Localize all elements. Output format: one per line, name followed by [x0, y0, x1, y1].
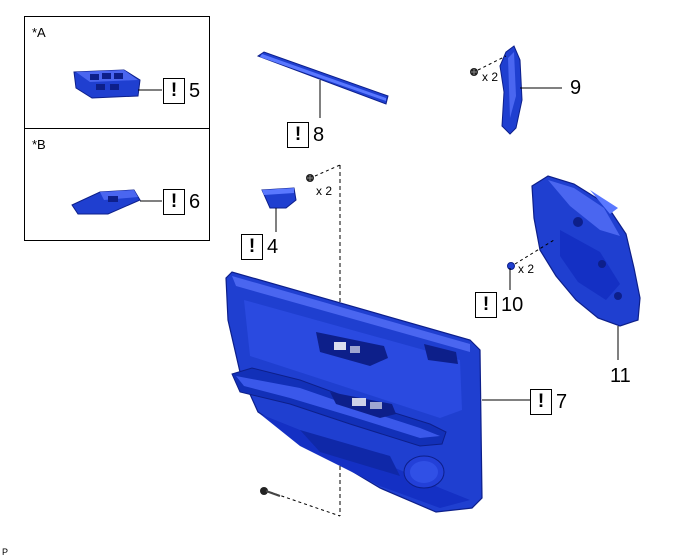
part-number-9: 9 — [570, 77, 582, 99]
part-number-8: 8 — [313, 124, 325, 146]
part-10-clip — [507, 262, 515, 290]
part-7-door-trim-panel — [225, 271, 530, 513]
callout-5: ! 5 — [163, 78, 200, 104]
part-number-6: 6 — [189, 191, 201, 213]
page-marker: P — [2, 547, 9, 557]
part-4-trim-cover — [261, 187, 297, 232]
part-8-belt-moulding — [256, 51, 389, 118]
caution-icon: ! — [475, 292, 497, 318]
screw-icon — [470, 68, 478, 76]
part-11-inner-panel — [514, 175, 641, 360]
part-number-11: 11 — [610, 365, 631, 387]
quantity-label: x 2 — [518, 262, 535, 276]
inset-b-label: *B — [32, 137, 46, 152]
callout-8: ! 8 — [287, 122, 324, 148]
callout-10: ! 10 — [475, 292, 523, 318]
part-6-window-switch — [71, 189, 162, 215]
quantity-label: x 2 — [482, 70, 499, 84]
screw-icon — [260, 487, 281, 497]
inset-a-label: *A — [32, 25, 46, 40]
inset-b-box — [24, 128, 210, 241]
caution-icon: ! — [530, 389, 552, 415]
part-number-7: 7 — [556, 391, 568, 413]
quantity-label: x 2 — [316, 184, 333, 198]
part-number-10: 10 — [501, 294, 524, 316]
callout-4: ! 4 — [241, 234, 278, 260]
screw-icon — [306, 174, 314, 182]
part-number-5: 5 — [189, 80, 201, 102]
part-9-bracket — [477, 45, 562, 135]
callout-7: ! 7 — [530, 389, 567, 415]
caution-icon: ! — [241, 234, 263, 260]
part-5-window-switch — [73, 69, 162, 99]
caution-icon: ! — [163, 189, 185, 215]
caution-icon: ! — [287, 122, 309, 148]
caution-icon: ! — [163, 78, 185, 104]
callout-6: ! 6 — [163, 189, 200, 215]
part-number-4: 4 — [267, 236, 279, 258]
